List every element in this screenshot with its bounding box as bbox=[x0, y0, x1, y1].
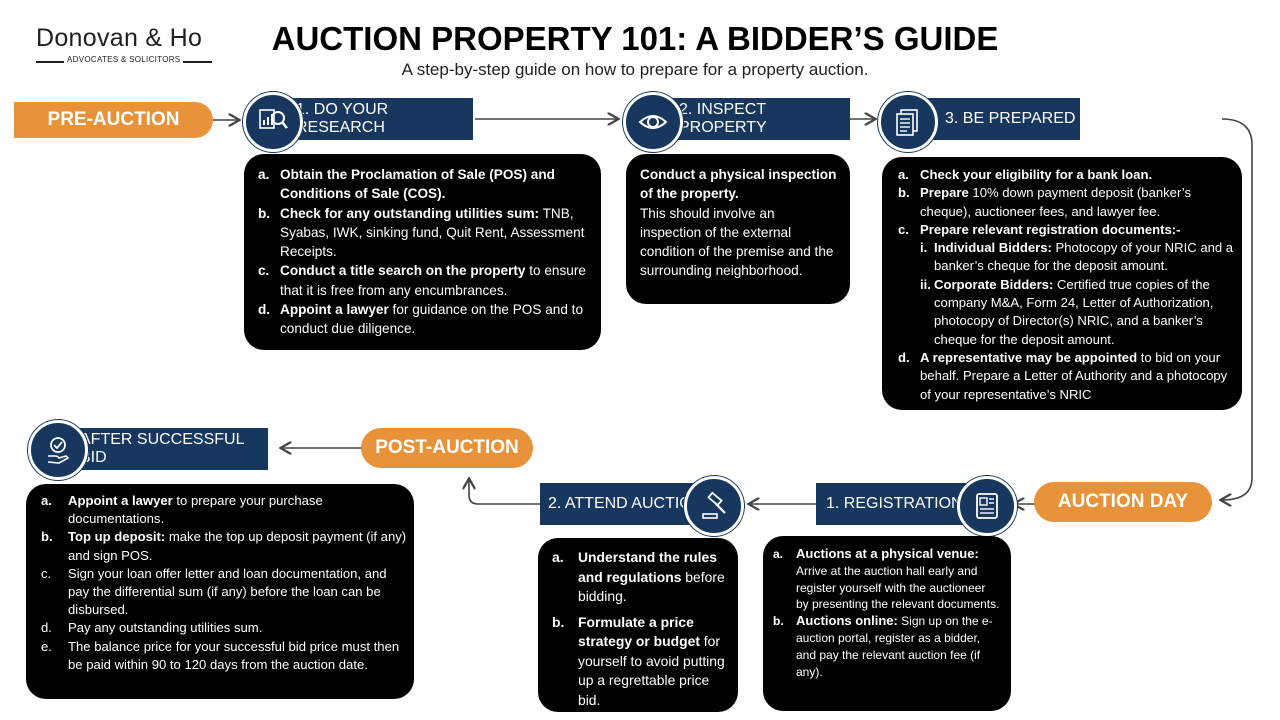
step-do-your-research: 1. DO YOUR RESEARCH bbox=[270, 98, 473, 140]
step-after-label: AFTER SUCCESSFUL BID bbox=[80, 431, 244, 466]
step-research-label: 1. DO YOUR RESEARCH bbox=[296, 101, 389, 136]
step-inspect-label: 2. INSPECT PROPERTY bbox=[679, 101, 767, 136]
inspect-details-box: Conduct a physical inspection of the pro… bbox=[626, 154, 850, 304]
step-prepared-label: 3. BE PREPARED bbox=[945, 110, 1076, 127]
list-item: c.Conduct a title search on the property… bbox=[258, 263, 586, 298]
page-title: AUCTION PROPERTY 101: A BIDDER’S GUIDE bbox=[271, 20, 999, 57]
list-item: a.Obtain the Proclamation of Sale (POS) … bbox=[258, 167, 555, 202]
documents-icon bbox=[878, 92, 938, 152]
list-item: b.Auctions online: Sign up on the e-auct… bbox=[773, 613, 993, 679]
list-item: b.Check for any outstanding utilities su… bbox=[258, 205, 585, 260]
list-item: a.Check your eligibility for a bank loan… bbox=[898, 167, 1153, 182]
company-logo-name: Donovan & Ho bbox=[36, 24, 203, 52]
gavel-icon bbox=[684, 476, 744, 536]
list-item: a.Appoint a lawyer to prepare your purch… bbox=[41, 493, 323, 527]
post-auction-label: POST-AUCTION bbox=[361, 428, 533, 468]
step-attend-label: 2. ATTEND AUCTION bbox=[548, 495, 704, 512]
list-item: c.Prepare relevant registration document… bbox=[898, 221, 1181, 237]
list-item: b.Prepare 10% down payment deposit (bank… bbox=[898, 185, 1192, 219]
after-bid-details-box: a.Appoint a lawyer to prepare your purch… bbox=[26, 484, 414, 699]
company-logo-subtitle: ADVOCATES & SOLICITORS bbox=[64, 55, 184, 64]
auction-day-label: AUCTION DAY bbox=[1034, 482, 1212, 522]
pre-auction-label: PRE-AUCTION bbox=[14, 102, 213, 138]
hand-checkmark-icon bbox=[28, 420, 88, 480]
page-subtitle: A step-by-step guide on how to prepare f… bbox=[401, 60, 869, 79]
list-item: a.Auctions at a physical venue:Arrive at… bbox=[773, 546, 1000, 612]
arrow-attend-to-post bbox=[469, 480, 540, 505]
step-registration-label: 1. REGISTRATION bbox=[826, 495, 963, 512]
step-inspect-property: 2. INSPECT PROPERTY bbox=[650, 98, 850, 140]
step-attend-auction: 2. ATTEND AUCTION bbox=[540, 483, 712, 525]
list-item: d.Appoint a lawyer for guidance on the P… bbox=[258, 302, 584, 337]
list-item: c.Sign your loan offer letter and loan d… bbox=[41, 565, 387, 618]
attend-details-box: a.Understand the rules and regulations b… bbox=[538, 538, 738, 712]
research-details-box: a.Obtain the Proclamation of Sale (POS) … bbox=[244, 154, 601, 350]
inspect-heading: Conduct a physical inspection of the pro… bbox=[640, 167, 837, 202]
list-item: b.Formulate a price strategy or budget f… bbox=[552, 613, 725, 708]
eye-icon bbox=[623, 92, 683, 152]
id-card-icon bbox=[957, 476, 1017, 536]
list-item: e.The balance price for your successful … bbox=[41, 638, 400, 672]
arrow-prepared-to-day bbox=[1222, 118, 1253, 500]
registration-details-box: a.Auctions at a physical venue:Arrive at… bbox=[763, 536, 1011, 711]
list-item: d.Pay any outstanding utilities sum. bbox=[41, 620, 263, 636]
list-item: a.Understand the rules and regulations b… bbox=[552, 549, 725, 604]
inspect-text: This should involve an inspection of the… bbox=[640, 205, 834, 279]
list-subitem: ii.Corporate Bidders: Certified true cop… bbox=[920, 276, 1214, 347]
prepared-details-box: a.Check your eligibility for a bank loan… bbox=[882, 157, 1242, 410]
list-item: b.Top up deposit: make the top up deposi… bbox=[41, 529, 407, 563]
list-item: d.A representative may be appointed to b… bbox=[898, 349, 1228, 402]
step-after-successful-bid: AFTER SUCCESSFUL BID bbox=[58, 428, 268, 470]
list-subitem: i.Individual Bidders: Photocopy of your … bbox=[920, 240, 1234, 274]
magnifier-chart-icon bbox=[243, 92, 303, 152]
